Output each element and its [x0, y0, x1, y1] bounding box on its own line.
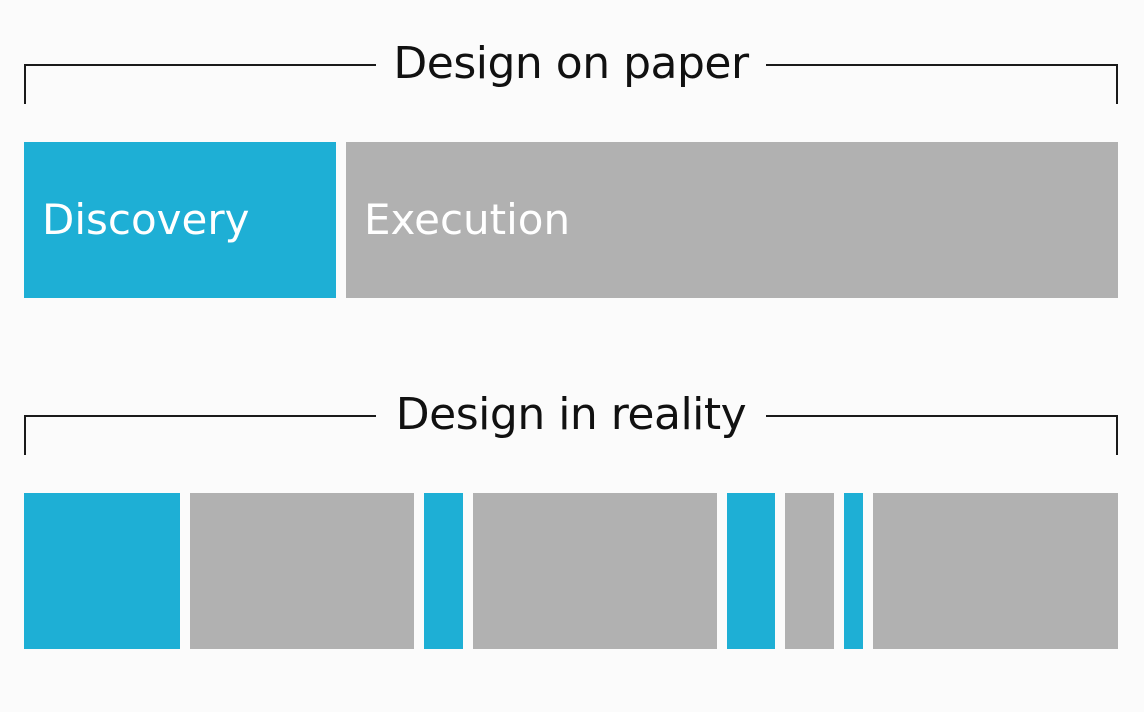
bracket-line-left — [24, 64, 376, 66]
reality-segment — [727, 493, 775, 649]
reality-segment — [473, 493, 717, 649]
bracket-tick-right — [1116, 415, 1118, 455]
bracket-tick-left — [24, 64, 26, 104]
paper-timeline-bar: Discovery Execution — [24, 142, 1118, 298]
discovery-label: Discovery — [42, 195, 250, 244]
reality-bracket: Design in reality — [24, 389, 1118, 455]
reality-segment — [873, 493, 1118, 649]
design-on-paper-section: Design on paper Discovery Execution — [24, 38, 1118, 298]
reality-segment — [24, 493, 180, 649]
reality-segment — [424, 493, 463, 649]
execution-segment: Execution — [346, 142, 1118, 298]
execution-label: Execution — [364, 195, 571, 244]
reality-segment — [844, 493, 863, 649]
paper-bracket: Design on paper — [24, 38, 1118, 104]
reality-timeline-bar — [24, 493, 1118, 649]
reality-segment — [190, 493, 414, 649]
bracket-line-right — [766, 64, 1118, 66]
bracket-line-left — [24, 415, 376, 417]
paper-title: Design on paper — [393, 38, 749, 89]
design-in-reality-section: Design in reality — [24, 389, 1118, 649]
bracket-tick-left — [24, 415, 26, 455]
discovery-segment: Discovery — [24, 142, 336, 298]
reality-title: Design in reality — [395, 389, 747, 440]
bracket-tick-right — [1116, 64, 1118, 104]
reality-segment — [785, 493, 834, 649]
bracket-line-right — [766, 415, 1118, 417]
